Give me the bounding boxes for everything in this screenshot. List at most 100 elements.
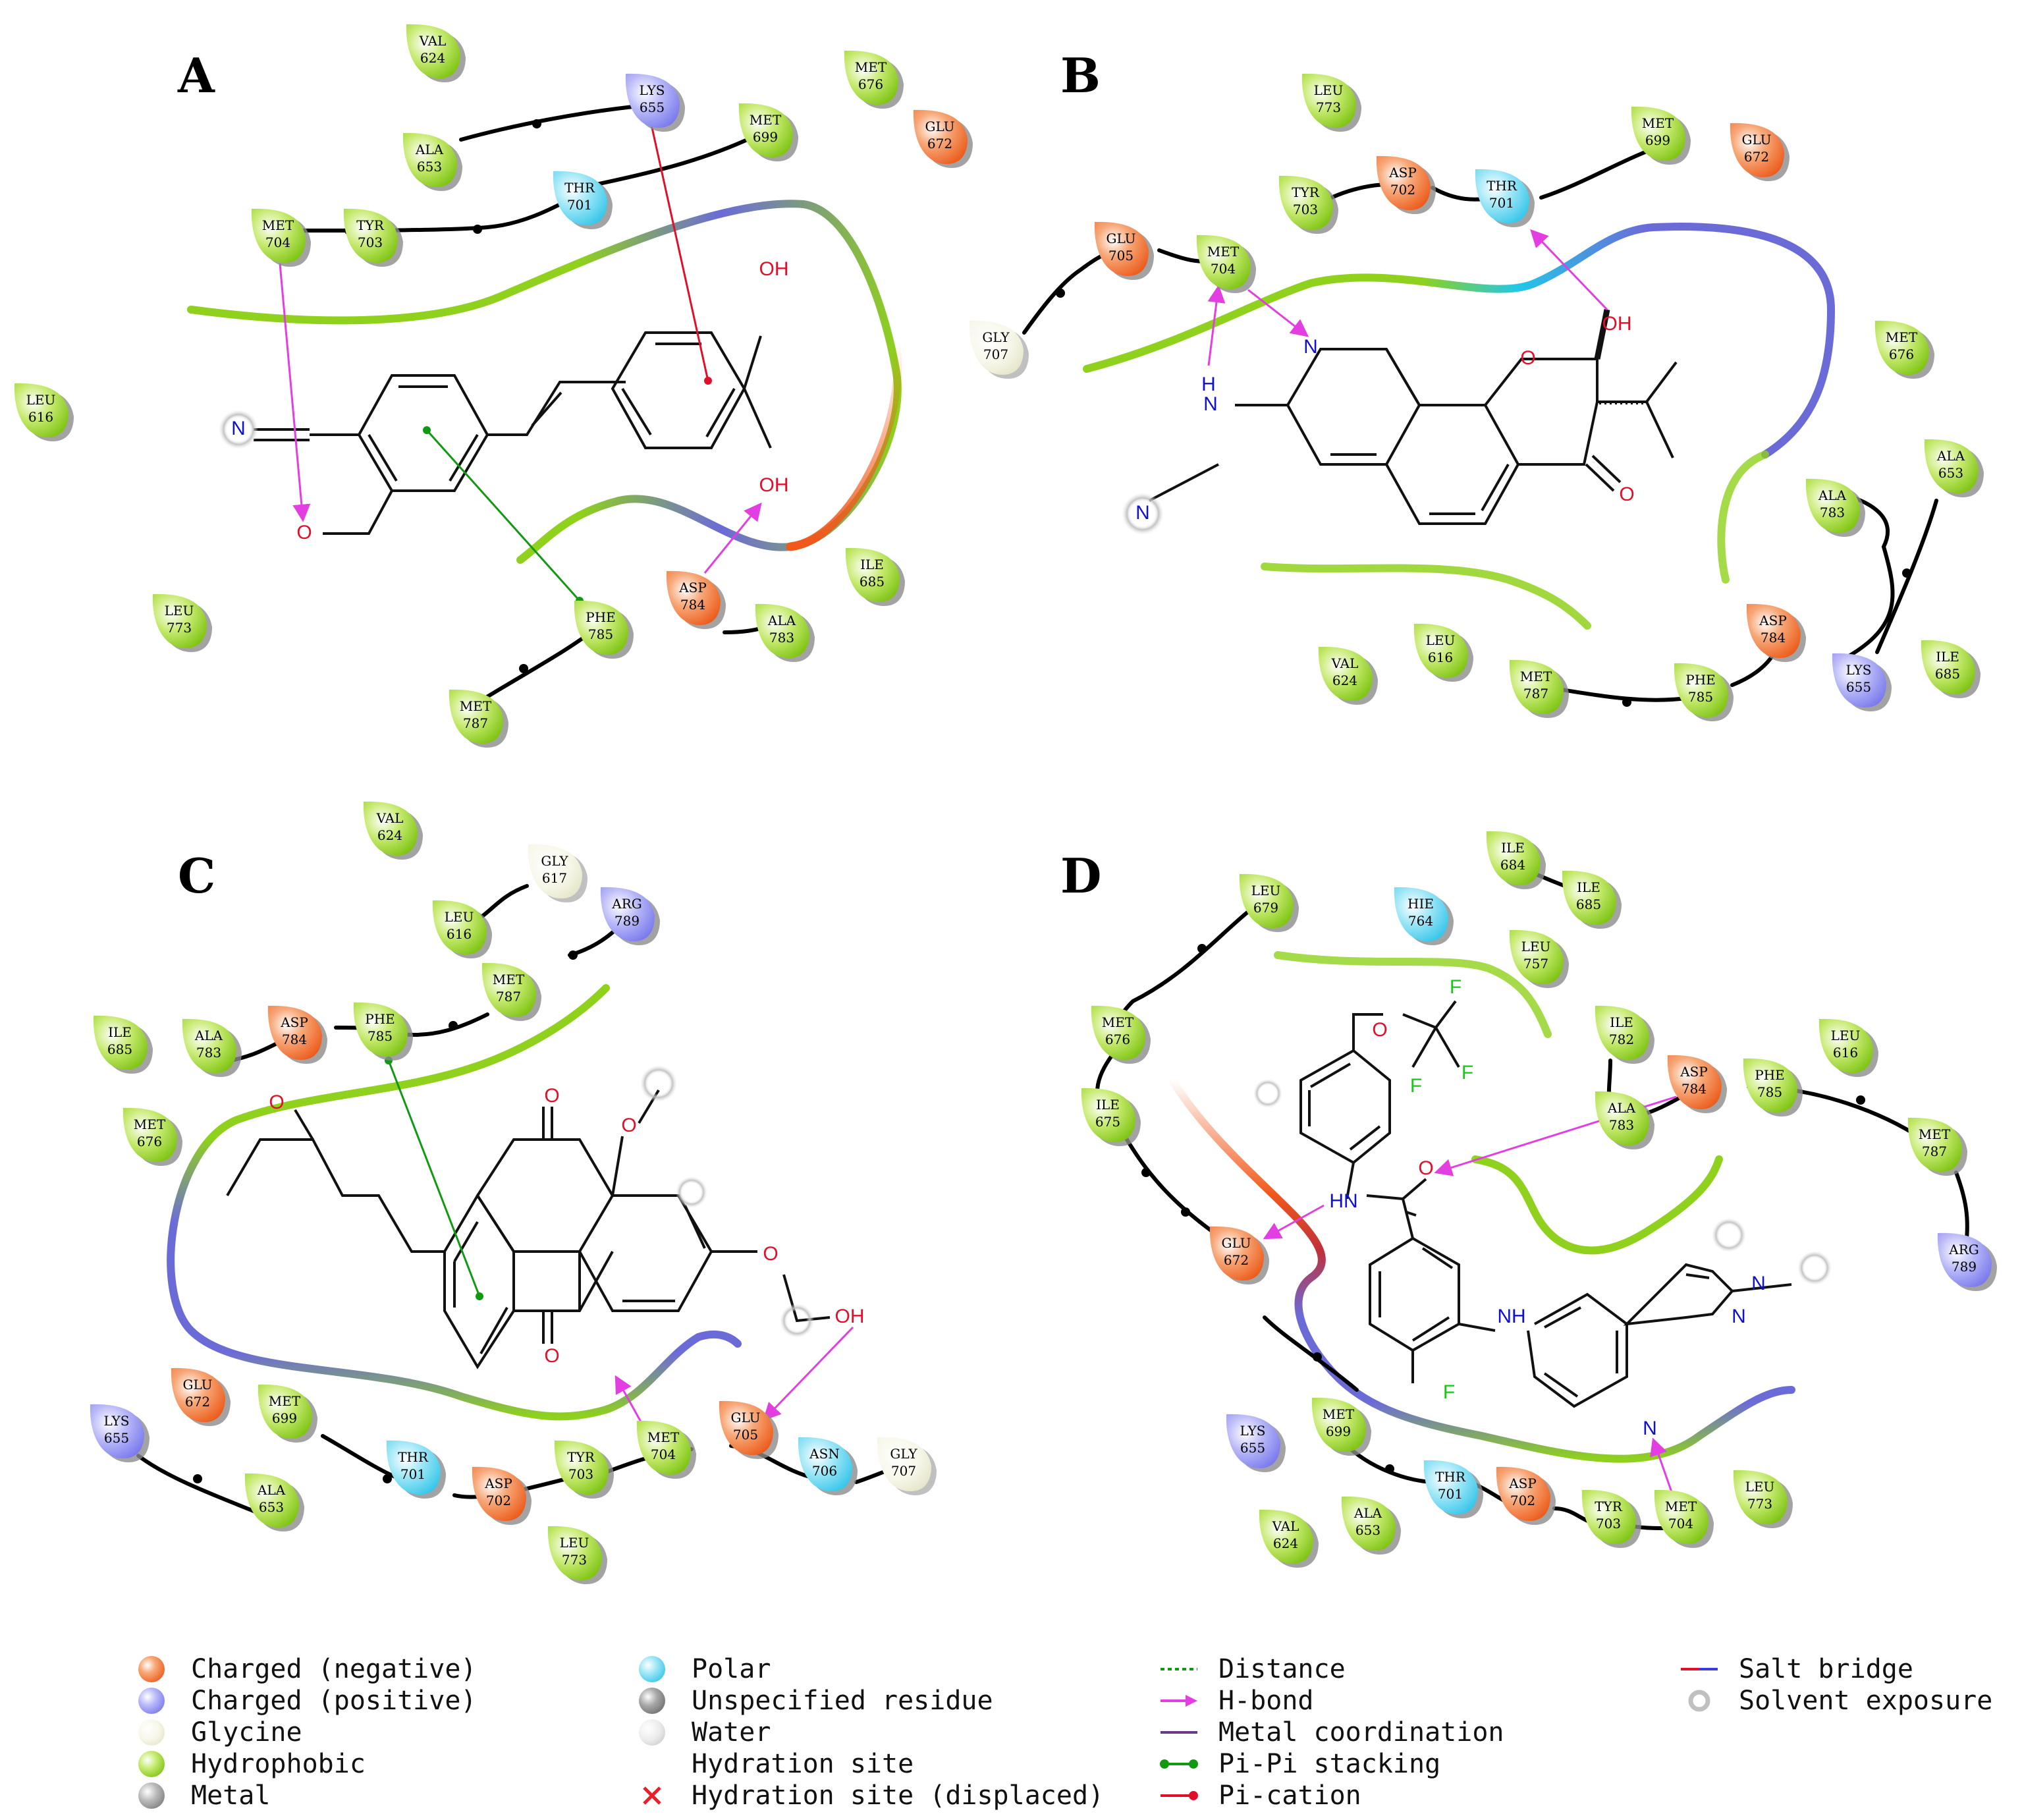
residue-number: 679 — [1253, 900, 1278, 916]
atom-o: O — [621, 1115, 636, 1136]
residue-name: MET — [1919, 1126, 1951, 1142]
residue-name: MET — [1642, 115, 1674, 131]
residue-name: LYS — [1240, 1423, 1266, 1439]
panel-label-b: B — [1060, 47, 1101, 103]
residue-number: 783 — [196, 1045, 221, 1061]
legend-item-salt-bridge: Salt bridge — [1681, 1654, 1913, 1684]
solvent-exposure-icon — [1688, 1690, 1710, 1712]
legend-item-glycine: Glycine — [132, 1717, 302, 1748]
residue-number: 624 — [420, 50, 445, 66]
atom-o: O — [544, 1345, 559, 1367]
residue-name: ASN — [809, 1446, 840, 1462]
ligand-a-atoms: OH OH N O — [219, 258, 789, 543]
ligand-d — [1299, 1000, 1792, 1408]
residue-name: ILE — [1610, 1014, 1633, 1030]
residue-number: 704 — [651, 1447, 676, 1462]
atom-hn: HN — [1329, 1190, 1357, 1212]
pocket-outline — [1471, 1155, 1723, 1255]
residue-number: 764 — [1408, 913, 1433, 929]
residue-name: TYR — [567, 1449, 595, 1465]
residue-number: 624 — [1273, 1535, 1298, 1551]
residue-number: 616 — [1428, 649, 1453, 665]
legend-item-unspecified: Unspecified residue — [632, 1685, 993, 1717]
residue-name: GLY — [890, 1446, 917, 1462]
residue-name: LEU — [1521, 939, 1551, 954]
legend-item-positive: Charged (positive) — [132, 1685, 476, 1717]
residue-number: 757 — [1523, 956, 1548, 972]
pipi-line — [425, 429, 581, 602]
atom-n: N — [1732, 1306, 1746, 1327]
residue-name: GLU — [182, 1377, 212, 1393]
ligand-d-atoms: O F F F HN O NH F N N N — [1253, 976, 1832, 1439]
ligand-b — [1149, 309, 1678, 525]
residue-name: ASP — [280, 1014, 308, 1030]
residue-name: ILE — [1577, 879, 1600, 895]
solvent-exposure-icon — [1797, 1251, 1832, 1285]
residue-number: 785 — [368, 1028, 393, 1044]
residue-number: 783 — [769, 630, 794, 646]
legend-item-metal: Metal — [132, 1780, 270, 1811]
residue-name: PHE — [1755, 1067, 1785, 1083]
atom-n: N — [1303, 336, 1318, 358]
pocket-outline — [1083, 223, 1836, 458]
atom-oh: OH — [1602, 313, 1632, 335]
legend-item-metal-coordination: Metal coordination — [1161, 1717, 1504, 1748]
residue-name: ALA — [194, 1028, 223, 1043]
residue-name: GLU — [730, 1410, 760, 1425]
residue-name: ALA — [1936, 448, 1965, 464]
hbond-line — [1207, 285, 1226, 366]
ligand-b-atoms: N H N N O OH O — [1122, 313, 1635, 535]
residue-asp-784: ASP 784 — [267, 1005, 327, 1064]
residue-name: LEU — [1745, 1479, 1775, 1495]
residue-number: 789 — [1952, 1259, 1977, 1275]
residue-number: 785 — [1757, 1084, 1782, 1100]
residue-number: 624 — [1332, 673, 1357, 688]
legend-item-hbond: H-bond — [1159, 1685, 1314, 1717]
hbond-line — [703, 502, 762, 574]
residue-name: LEU — [1314, 82, 1344, 98]
legend-item-distance: Distance — [1161, 1654, 1346, 1684]
residue-name: MET — [134, 1117, 166, 1132]
hbond-line — [1530, 229, 1608, 311]
residue-name: GLU — [1741, 132, 1771, 148]
residue-name: ASP — [1680, 1064, 1708, 1080]
residue-number: 707 — [891, 1463, 916, 1479]
atom-n: N — [231, 418, 246, 439]
residue-number: 655 — [1846, 679, 1871, 695]
residue-name: MET — [1886, 329, 1918, 345]
backbone-nodes — [1056, 289, 1911, 707]
residue-number: 653 — [1938, 465, 1963, 481]
residue-name: LEU — [1831, 1028, 1861, 1043]
residue-number: 784 — [282, 1032, 307, 1047]
residue-name: LYS — [1846, 662, 1872, 678]
residue-number: 702 — [1390, 182, 1415, 198]
residue-number: 703 — [1596, 1516, 1621, 1531]
backbone-nodes — [193, 951, 578, 1483]
residue-number: 685 — [860, 574, 885, 590]
panel-label-d: D — [1060, 848, 1101, 904]
residue-name: ASP — [678, 580, 707, 595]
